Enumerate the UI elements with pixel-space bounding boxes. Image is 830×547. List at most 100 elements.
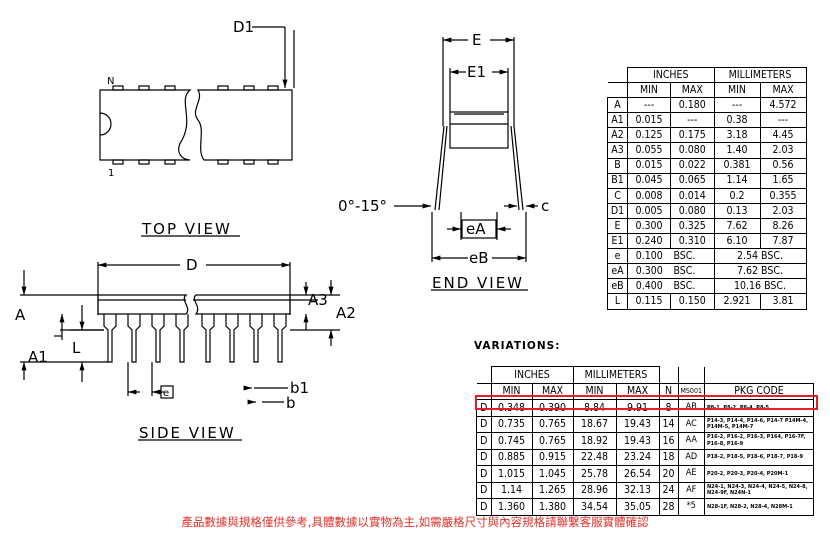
cell-pkg: P16-2, P16-2, P16-3, P164, P16-7F, P16-8… xyxy=(703,432,814,450)
top-view-pins-bottom xyxy=(112,159,279,165)
cell-mm_max: --- xyxy=(759,112,807,129)
cell-in_max: 0.175 xyxy=(670,127,715,144)
cell-in_max: 1.265 xyxy=(531,481,574,499)
cell-inch-bsc-tag: BSC. xyxy=(670,263,715,280)
cell-in_min: --- xyxy=(627,97,671,114)
cell-mm_min: --- xyxy=(713,97,761,114)
cell-in_min: 0.045 xyxy=(627,172,671,189)
cell-in_min: 0.745 xyxy=(490,432,533,450)
cell-sym: A3 xyxy=(607,142,628,159)
label-c: c xyxy=(541,197,549,215)
disclaimer-footer: 產品數據與規格僅供參考,具體數據以實物為主,如需嚴格尺寸與內容規格請聯繫客服實體… xyxy=(181,515,649,529)
cell-mm_min: 7.62 xyxy=(713,217,761,235)
cell-mm_max: 0.56 xyxy=(759,157,807,174)
cell-ms: AC xyxy=(677,415,705,433)
label-ea: eA xyxy=(466,220,486,238)
cell-mm_min: 0.13 xyxy=(713,202,761,219)
cell-n: 14 xyxy=(658,415,679,433)
cell-sym: E1 xyxy=(607,233,628,250)
header-in-max: MAX xyxy=(670,82,715,99)
cell-sym: E xyxy=(607,217,628,235)
cell-mm_max: 7.87 xyxy=(759,233,807,250)
cell-n: 24 xyxy=(658,481,679,499)
cell-in_max: 0.080 xyxy=(670,142,715,159)
cell-sym: eA xyxy=(607,263,628,280)
cell-in_max: 0.310 xyxy=(670,233,715,250)
var-group-header-mm: MILLIMETERS xyxy=(572,366,660,384)
cell-ms: AA xyxy=(677,432,705,450)
label-a1: A1 xyxy=(28,348,48,366)
variations-table: INCHES MILLIMETERS MIN MAX MIN MAX N MS0… xyxy=(476,366,814,516)
label-e-pitch: e xyxy=(163,388,169,399)
label-e1: E1 xyxy=(467,63,486,81)
cell-inch-bsc: 0.100 xyxy=(627,248,671,265)
cell-pkg: P18-2, P18-5, P18-6, P18-7, P18-9 xyxy=(703,448,814,466)
label-b: b xyxy=(286,394,296,412)
cell-sym: L xyxy=(607,293,628,310)
label-d1: D1 xyxy=(233,18,254,36)
cell-in_max: 0.765 xyxy=(531,432,574,450)
dimensions-table: INCHES MILLIMETERS MIN MAX MIN MAX A---0… xyxy=(607,66,807,310)
cell-in_max: 0.325 xyxy=(670,217,715,235)
cell-in_min: 0.055 xyxy=(627,142,671,159)
cell-n: 18 xyxy=(658,448,679,466)
cell-mm_min: 28.96 xyxy=(572,481,617,499)
cell-sym: C xyxy=(607,187,628,204)
cell-mm_max: 32.13 xyxy=(615,481,660,499)
header-mm-max: MAX xyxy=(759,82,807,99)
cell-sym: D1 xyxy=(607,202,628,219)
label-angle: 0°-15° xyxy=(338,197,387,215)
cell-in_min: 0.240 xyxy=(627,233,671,250)
cell-mm_max: 19.43 xyxy=(615,415,660,433)
top-view xyxy=(99,26,295,165)
header-mm-min: MIN xyxy=(713,82,761,99)
cell-in_max: 1.045 xyxy=(531,465,574,483)
cell-in_min: 1.015 xyxy=(490,465,533,483)
side-view xyxy=(20,262,340,405)
cell-mm_min: 0.381 xyxy=(713,157,761,174)
cell-mm_min: 18.92 xyxy=(572,432,617,450)
cell-in_max: 0.014 xyxy=(670,187,715,204)
cell-ms: AD xyxy=(677,448,705,466)
cell-mm_max: 0.355 xyxy=(759,187,807,204)
cell-in_min: 0.008 xyxy=(627,187,671,204)
cell-sym: e xyxy=(607,248,628,265)
cell-mm_max: 26.54 xyxy=(615,465,660,483)
cell-in_min: 0.015 xyxy=(627,112,671,129)
cell-sym: D xyxy=(476,432,492,450)
cell-in_min: 0.005 xyxy=(627,202,671,219)
highlight-box xyxy=(475,395,818,410)
cell-mm-bsc: 7.62 BSC. xyxy=(713,263,807,280)
cell-sym: A xyxy=(607,97,628,114)
cell-in_min: 0.885 xyxy=(490,448,533,466)
cell-mm_max: 35.05 xyxy=(615,498,660,516)
cell-in_min: 1.14 xyxy=(490,481,533,499)
cell-mm_min: 22.48 xyxy=(572,448,617,466)
cell-mm_min: 0.2 xyxy=(713,187,761,204)
cell-mm_max: 1.65 xyxy=(759,172,807,189)
cell-sym: D xyxy=(476,415,492,433)
label-e: E xyxy=(472,31,481,49)
cell-mm_max: 8.26 xyxy=(759,217,807,235)
cell-mm_max: 23.24 xyxy=(615,448,660,466)
cell-in_min: 0.115 xyxy=(627,293,671,310)
header-in-min: MIN xyxy=(627,82,671,99)
end-view xyxy=(394,37,538,262)
group-header-mm: MILLIMETERS xyxy=(713,66,807,84)
variations-title: VARIATIONS: xyxy=(474,340,561,352)
label-eb: eB xyxy=(469,249,489,267)
cell-n: 20 xyxy=(658,465,679,483)
label-top-view: TOP VIEW xyxy=(141,220,232,238)
